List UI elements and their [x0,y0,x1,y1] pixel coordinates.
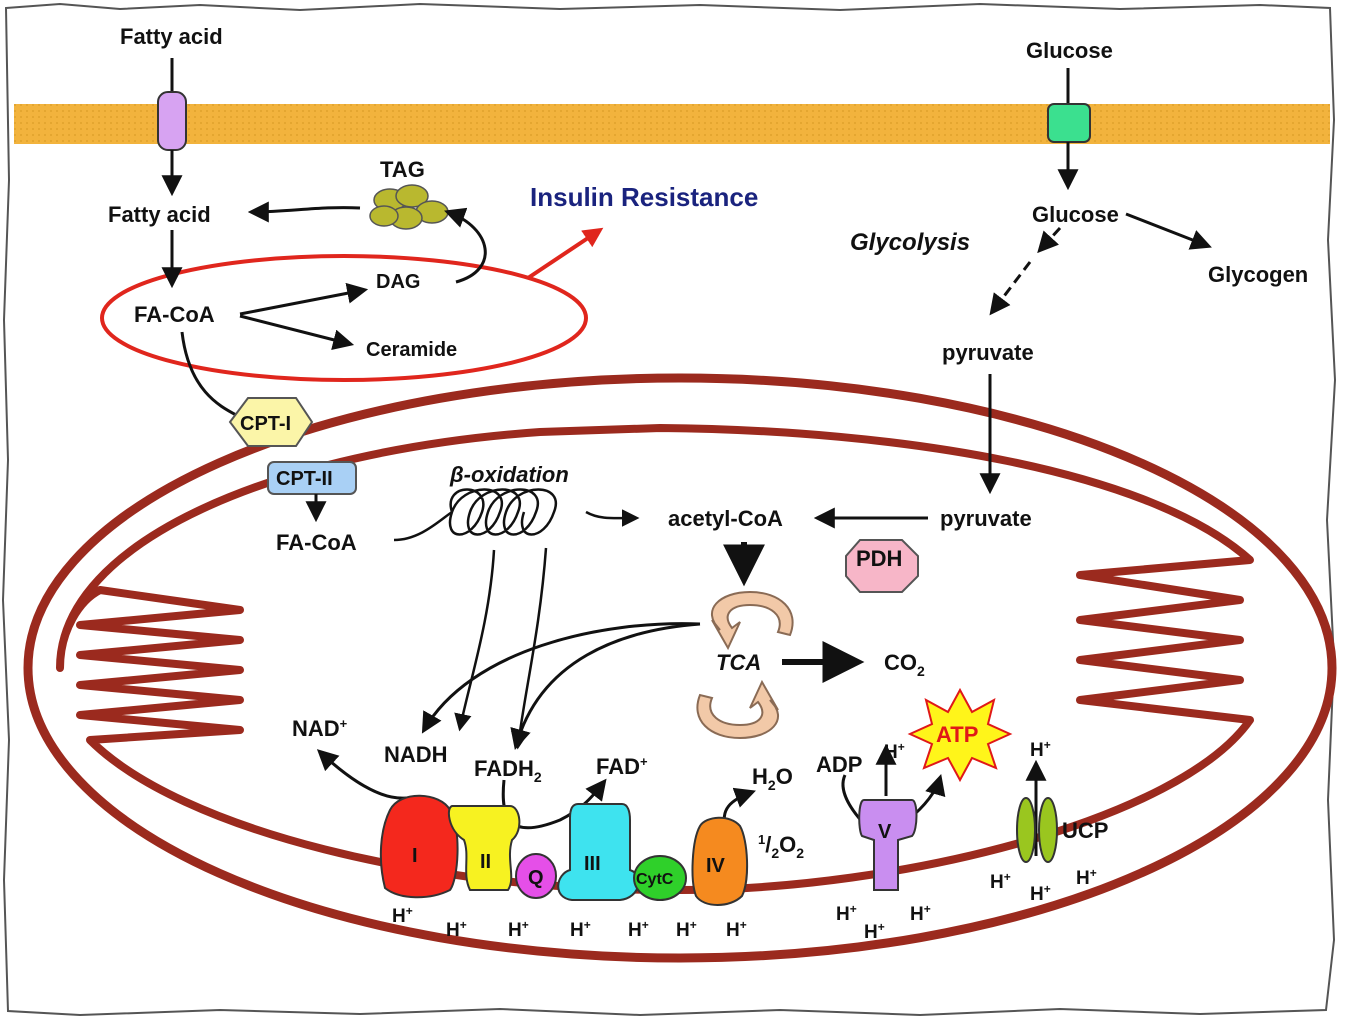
tag-droplets [369,184,449,230]
proton-label: H+ [1030,738,1051,761]
ucp-label: UCP [1062,818,1108,843]
proton-label: H+ [570,918,591,941]
cpt2-enzyme [267,461,357,523]
pyruvate-cyto-label: pyruvate [942,340,1034,365]
proton-label: H+ [1076,866,1097,889]
highlight-ring [100,254,588,382]
glycolysis-label: Glycolysis [850,229,970,256]
complex-4-label: IV [706,855,726,877]
tca-label: TCA [716,650,761,675]
fa-coa-cyto-label: FA-CoA [134,302,215,327]
insulin-resistance-label: Insulin Resistance [530,182,758,212]
h2o-label: H2O [752,764,793,793]
complex-4 [691,816,749,906]
nad-label: NAD+ [292,716,348,741]
glycolysis-arrows [813,212,1212,529]
atp-label: ATP [936,722,978,747]
fad-label: FAD+ [596,754,648,779]
complex-5-label: V [878,821,892,843]
proton-label: H+ [676,918,697,941]
acetyl-coa-label: acetyl-CoA [668,506,783,531]
fa-coa-mito-label: FA-CoA [276,530,357,555]
proton-label: H+ [836,902,857,925]
atp-star [907,687,1013,783]
insulin-resistance-arrow [526,227,604,280]
complex-cytc-label: CytC [636,871,674,888]
glucose-top-label: Glucose [1026,38,1113,63]
proton-label: H+ [910,902,931,925]
proton-label: H+ [990,870,1011,893]
complex-cytc [633,855,687,901]
pdh-label: PDH [856,546,902,571]
beta-oxidation-spiral [393,488,640,750]
proton-label: H+ [508,918,529,941]
co2-label: CO2 [884,650,925,679]
complex-q-label: Q [528,867,544,889]
fadh2-label: FADH2 [474,756,542,785]
proton-label: H+ [1030,882,1051,905]
complex-q [515,853,557,899]
adp-label: ADP [816,752,862,777]
cpt1-label: CPT-I [240,413,291,435]
proton-label: H+ [726,918,747,941]
pyruvate-mito-label: pyruvate [940,506,1032,531]
proton-label: H+ [864,920,885,943]
complex-3 [557,803,640,901]
proton-labels: H+ H+ H+ H+ H+ H+ H+ H+ H+ H+ H+ H+ H+ H+ H+ [392,738,1097,943]
ceramide-label: Ceramide [366,339,457,361]
proton-label: H+ [628,918,649,941]
glucose-transporter [1047,68,1091,191]
complex-2 [447,805,521,891]
glucose-label: Glucose [1032,202,1119,227]
half-o2-label: 1/2O2 [758,832,804,861]
mitochondrion-inner-membrane [56,424,1254,895]
fatty-acid-transporter [157,58,187,197]
cell-membrane [14,104,1330,144]
glycogen-label: Glycogen [1208,262,1308,287]
fatty-acid-label: Fatty acid [108,202,211,227]
beta-oxidation-label: β-oxidation [449,462,569,487]
nadh-label: NADH [384,742,448,767]
dag-label: DAG [376,271,420,293]
complex-2-label: II [480,851,491,873]
pdh-enzyme [845,539,919,593]
proton-label: H+ [884,740,905,763]
fatty-acid-top-label: Fatty acid [120,24,223,49]
cpt1-enzyme [228,397,314,447]
complex-1 [379,794,459,899]
tag-label: TAG [380,157,425,182]
complex-3-label: III [584,853,601,875]
mitochondrion-outer-membrane [23,373,1337,963]
tca-cycle-arrows [696,590,794,740]
complex-1-label: I [412,845,418,867]
cpt2-label: CPT-II [276,468,333,490]
ucp-channel [1016,797,1058,863]
tca-electron-arrows [421,622,701,751]
proton-label: H+ [392,904,413,927]
complex-5 [858,799,918,891]
proton-label: H+ [446,918,467,941]
